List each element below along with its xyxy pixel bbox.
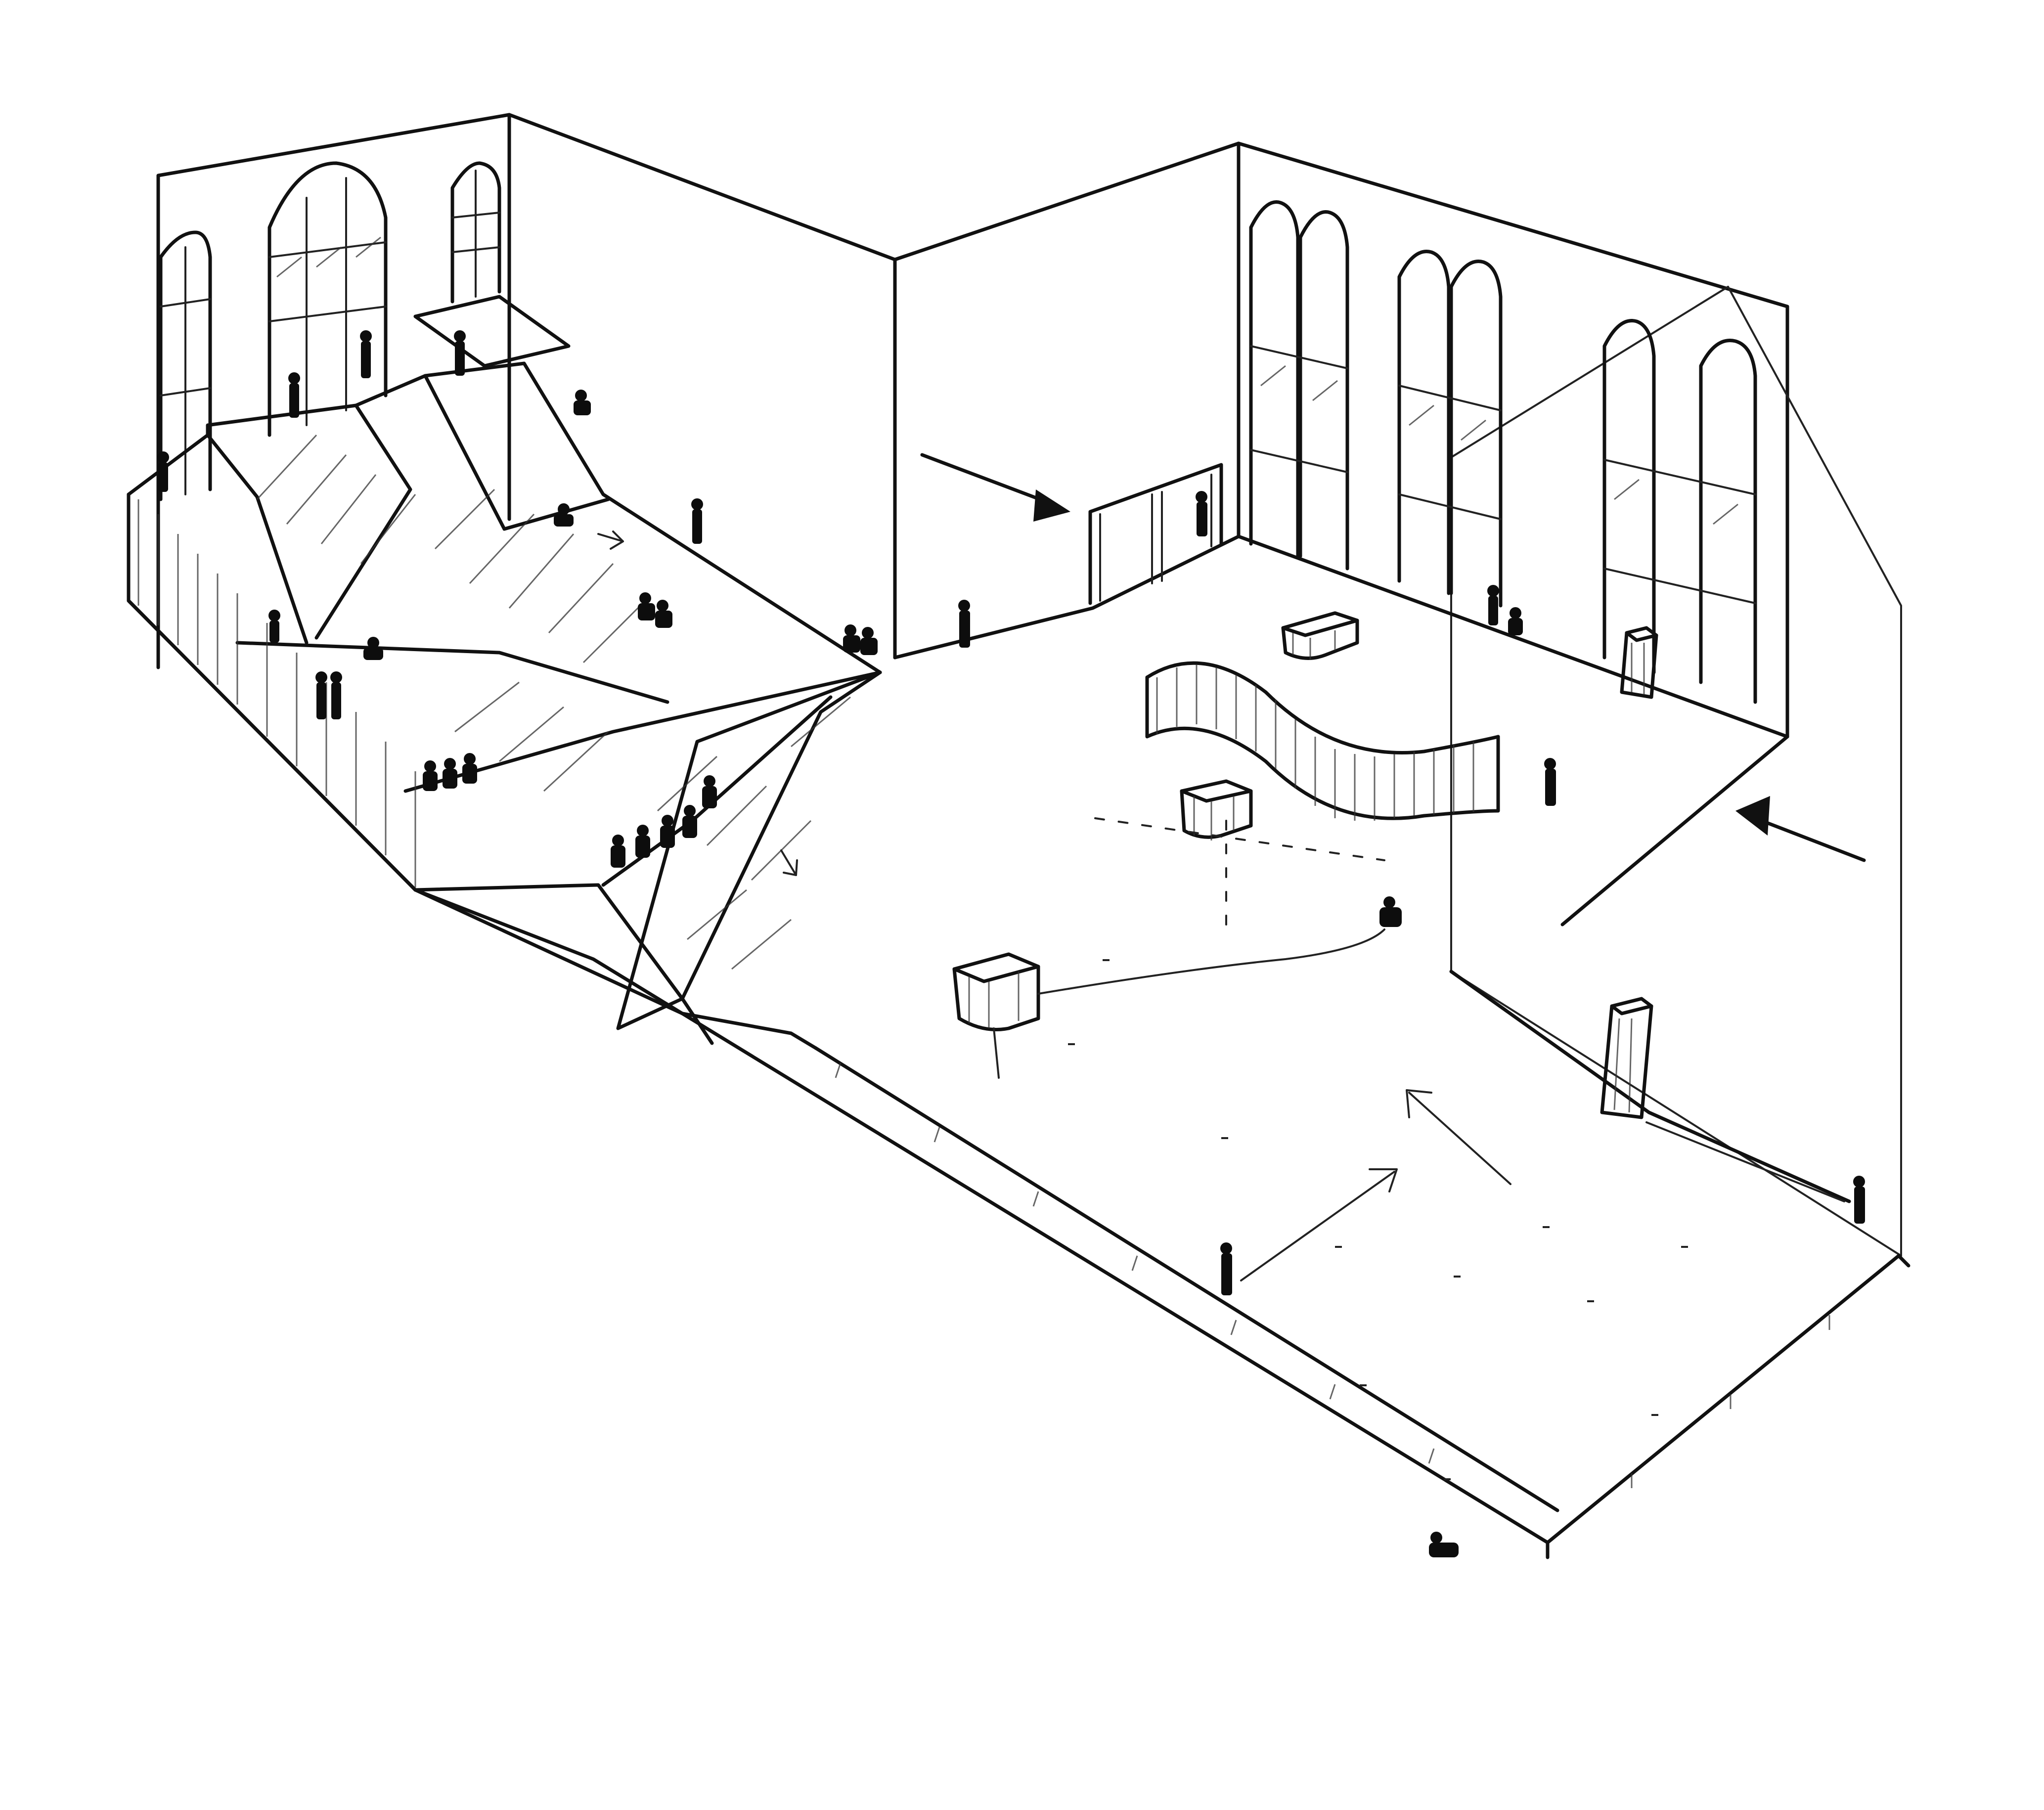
- person-icon: [843, 624, 860, 653]
- person-icon: [682, 805, 697, 838]
- person-icon: [157, 451, 169, 492]
- arrow-icon: [597, 530, 624, 550]
- person-icon: [691, 498, 703, 544]
- entrance-doors: [1088, 463, 1223, 605]
- person-icon: [462, 753, 477, 784]
- slab-edge-hatching: [835, 1062, 1830, 1488]
- left-wall-windows: [159, 161, 501, 501]
- folded-ramp-platform: [127, 295, 882, 1050]
- person-icon: [1220, 1242, 1232, 1295]
- person-icon: [1487, 585, 1499, 625]
- floor-slab: [680, 970, 1911, 1559]
- person-icon: [702, 775, 717, 808]
- person-icon: [1853, 1176, 1865, 1224]
- person-icon: [1196, 491, 1207, 536]
- person-icon: [330, 671, 342, 719]
- arched-window: [267, 161, 388, 437]
- person-icon: [638, 592, 655, 620]
- building-walls: [156, 113, 1902, 1257]
- path-lines: [1037, 817, 1845, 1202]
- draped-table: [1281, 611, 1359, 660]
- arched-window: [450, 161, 501, 304]
- arrow-icon: [780, 849, 798, 876]
- curving-draped-screen: [1145, 661, 1500, 821]
- arrow-icon: [1240, 1168, 1398, 1281]
- person-icon: [958, 600, 970, 648]
- circulation-arrows: [597, 453, 1866, 1281]
- person-icon: [554, 503, 574, 527]
- draped-table: [1600, 997, 1653, 1119]
- person-icon: [360, 330, 372, 378]
- person-icon: [660, 815, 675, 848]
- draped-table: [1620, 626, 1658, 699]
- right-wall-windows: [1249, 200, 1757, 704]
- floor-marks: [1068, 959, 1688, 1480]
- person-icon: [363, 637, 383, 660]
- front-face-hatching: [137, 499, 416, 887]
- person-icon: [1379, 896, 1402, 927]
- draped-table: [952, 952, 1040, 1079]
- person-icon: [454, 330, 466, 376]
- arched-window-pair: [1397, 250, 1503, 608]
- person-icon: [423, 760, 438, 791]
- person-icon: [1544, 758, 1556, 806]
- person-icon: [315, 671, 327, 719]
- person-icon: [655, 600, 672, 628]
- arched-window-pair: [1249, 200, 1349, 571]
- person-icon: [1508, 607, 1523, 635]
- person-icon: [1429, 1532, 1459, 1557]
- person-icon: [611, 835, 625, 868]
- person-icon: [635, 825, 650, 858]
- arched-window-pair: [1602, 319, 1757, 704]
- person-icon: [860, 627, 878, 655]
- draped-table: [1180, 779, 1253, 840]
- arrow-icon: [1735, 796, 1866, 862]
- person-icon: [268, 610, 280, 643]
- ramp-hatching: [256, 434, 851, 970]
- arrow-icon: [1406, 1089, 1511, 1185]
- human-figures: [157, 330, 1865, 1557]
- draped-tables: [952, 611, 1658, 1119]
- person-icon: [443, 758, 457, 789]
- arrow-icon: [920, 453, 1070, 522]
- person-icon: [288, 372, 300, 418]
- person-icon: [574, 390, 591, 415]
